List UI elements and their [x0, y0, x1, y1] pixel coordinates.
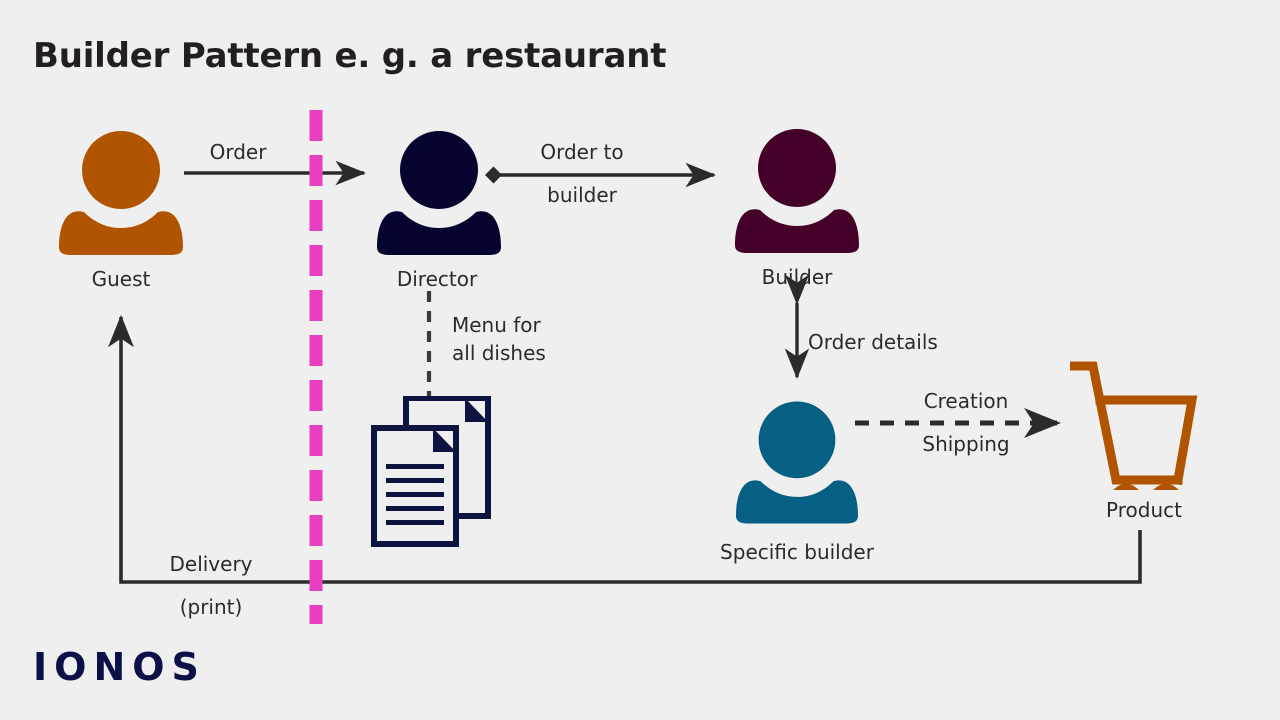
- person-icon: [735, 401, 859, 524]
- actor-product[interactable]: [1070, 358, 1202, 490]
- connector-label-order-details: Order details: [808, 330, 938, 354]
- ionos-logo: IONOS: [33, 645, 206, 689]
- connector-label-menu-line1: Menu for: [452, 313, 541, 337]
- person-icon: [59, 131, 183, 255]
- connector-label-order-to-builder-line1: Order to: [540, 140, 624, 164]
- connector-label-creation: Creation: [923, 389, 1009, 413]
- connector-label-order-to-builder-line2: builder: [547, 183, 617, 207]
- connector-label-menu-line2: all dishes: [452, 341, 546, 365]
- actor-label-product: Product: [1106, 498, 1182, 522]
- page-title: Builder Pattern e. g. a restaurant: [33, 36, 667, 76]
- actor-label-director: Director: [396, 267, 478, 291]
- connector-delivery: [108, 314, 1142, 584]
- actor-label-builder: Builder: [761, 265, 833, 289]
- actor-guest[interactable]: [58, 130, 184, 255]
- connector-label-order: Order: [209, 140, 267, 164]
- connector-label-delivery-print: (print): [179, 595, 243, 619]
- actor-label-specific-builder: Specific builder: [720, 540, 874, 564]
- person-icon: [377, 131, 501, 255]
- actor-director[interactable]: [376, 130, 502, 255]
- actor-specific-builder[interactable]: [735, 400, 859, 524]
- documents-icon: [371, 396, 491, 547]
- documents-stack[interactable]: [370, 396, 510, 548]
- person-icon: [735, 129, 859, 253]
- actor-label-guest: Guest: [91, 267, 151, 291]
- shopping-cart-icon: [1070, 361, 1198, 490]
- connector-label-delivery: Delivery: [169, 552, 253, 576]
- connector-order-to-builder: [485, 162, 717, 188]
- connector-label-shipping: Shipping: [922, 432, 1010, 456]
- actor-builder[interactable]: [734, 128, 860, 253]
